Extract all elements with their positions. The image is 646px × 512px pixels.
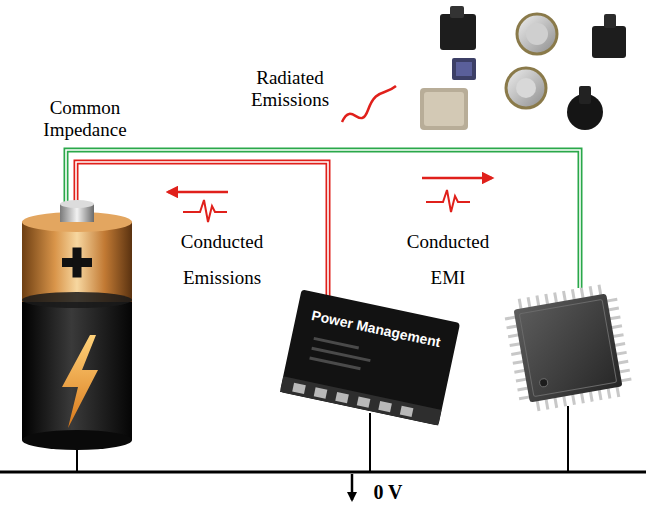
annotation-label: Conducted Emissions: [172, 224, 272, 296]
emission-arrow: [168, 192, 228, 222]
annotation-label: Conducted EMI: [398, 224, 498, 296]
radiated-wave: [342, 86, 396, 122]
annotation-label: Radiated Emissions: [242, 67, 338, 111]
emi-arrow: [422, 178, 492, 212]
chip-body: [280, 289, 460, 425]
annotation-label: Common Impedance: [35, 97, 135, 141]
sensor-group: [420, 6, 626, 130]
annotation-label: 0 V: [358, 480, 418, 504]
battery: [22, 200, 132, 450]
power-ic-chip: Power Management: [280, 289, 460, 425]
microcontroller: [502, 282, 634, 414]
supply-wire-green: [66, 150, 580, 288]
